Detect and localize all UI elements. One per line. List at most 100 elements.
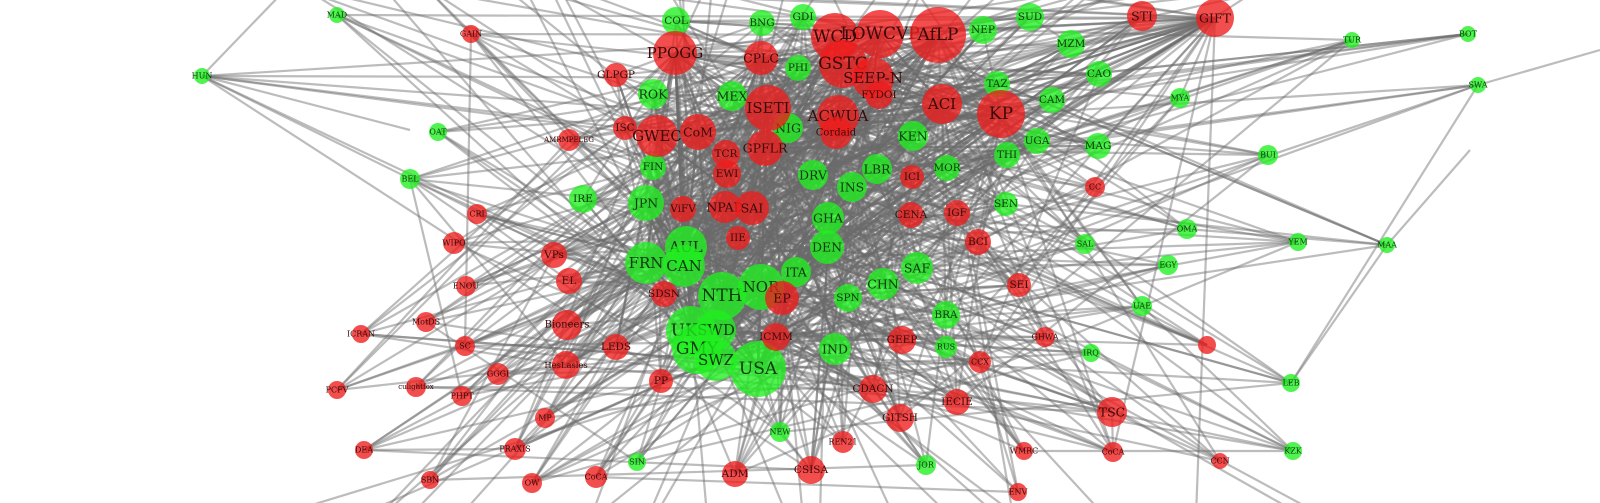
network-edge xyxy=(715,83,1479,362)
node-label: UGA xyxy=(1025,135,1050,147)
network-edge xyxy=(760,57,979,243)
node-yem: YEM xyxy=(1287,233,1308,251)
node-gain: GAIN xyxy=(460,25,482,43)
node-circle xyxy=(625,242,667,284)
network-edge xyxy=(760,16,1031,288)
network-edge xyxy=(834,347,1114,454)
node-circle xyxy=(765,281,799,315)
network-edge xyxy=(518,0,828,248)
node-egy: EGY xyxy=(1158,255,1178,275)
network-edge xyxy=(837,115,1086,245)
node-ghwa: GHWA xyxy=(1032,327,1059,347)
network-edge xyxy=(697,130,1208,347)
network-edge xyxy=(565,103,943,366)
node-label: RUS xyxy=(937,343,955,352)
node-circle xyxy=(865,81,893,109)
node-adm: ADM xyxy=(721,461,749,487)
network-edge xyxy=(645,83,1479,205)
network-edge xyxy=(872,16,1216,80)
node-circle xyxy=(934,155,960,181)
node-env: ENV xyxy=(1009,483,1028,501)
node-label: EWI xyxy=(716,168,739,180)
node-sdsn: SDSN xyxy=(648,281,680,307)
node-lowcvp: LOWCVP xyxy=(840,10,920,58)
network-edge xyxy=(945,97,1181,348)
network-edge xyxy=(645,144,1099,265)
network-edge xyxy=(568,139,981,363)
node-label: MZM xyxy=(1057,38,1086,50)
node-npad: NPAD xyxy=(706,191,744,223)
network-edge xyxy=(767,106,1002,116)
network-edge xyxy=(812,103,943,176)
node-enou: ENOU xyxy=(453,276,479,296)
node-label: GDI xyxy=(793,11,814,23)
network-edge xyxy=(675,20,874,390)
network-edge xyxy=(879,32,1388,247)
network-edge xyxy=(871,214,913,390)
node-label: MYA xyxy=(1171,94,1190,103)
node-label: INS xyxy=(840,180,864,195)
node-tsc: TSC xyxy=(1097,397,1127,427)
node-ewi: EWI xyxy=(713,160,741,188)
network-edge xyxy=(751,207,1019,493)
network-edge xyxy=(841,77,875,443)
network-edge xyxy=(1097,17,1216,147)
node-circle xyxy=(916,455,936,475)
node-label: REN21 xyxy=(828,438,857,447)
node-circle xyxy=(1460,26,1476,42)
network-edge xyxy=(497,304,1143,376)
network-edge xyxy=(437,106,769,134)
network-edge xyxy=(437,56,762,134)
node-circle xyxy=(1132,296,1152,316)
node-circle xyxy=(603,334,629,360)
network-edge xyxy=(781,113,1002,299)
network-edge xyxy=(464,262,647,347)
node-circle xyxy=(797,456,825,484)
network-edge xyxy=(941,32,1469,106)
node-circle xyxy=(1097,397,1127,427)
node-label: CoCA xyxy=(1102,448,1125,457)
network-edge xyxy=(1290,244,1388,384)
network-edge xyxy=(955,113,1003,403)
network-edge xyxy=(834,132,904,341)
network-edge xyxy=(781,34,939,299)
network-edge xyxy=(937,34,1086,245)
node-cordaid: Cordaid xyxy=(816,117,857,149)
node-circle xyxy=(862,154,892,184)
network-edge xyxy=(936,34,1115,453)
node-label: DEN xyxy=(812,240,842,255)
network-edge xyxy=(1098,17,1216,75)
node-label: MAD xyxy=(327,11,347,20)
node-circle xyxy=(1470,77,1486,93)
node-cena: CENA xyxy=(895,202,928,228)
network-edge xyxy=(661,297,783,503)
network-edge xyxy=(881,135,915,285)
node-circle xyxy=(910,7,966,63)
network-edge xyxy=(1082,0,1216,20)
network-edge xyxy=(674,51,914,138)
network-edge xyxy=(836,115,904,341)
node-label: MP xyxy=(538,414,552,423)
network-edge xyxy=(360,332,717,362)
node-label: CoCA xyxy=(585,473,608,482)
network-edge xyxy=(696,131,724,297)
node-circle xyxy=(1177,219,1197,239)
node-label: AMRMPELEG xyxy=(543,136,594,144)
node-gift: GIFT xyxy=(1196,0,1234,37)
node-ins: INS xyxy=(837,172,867,202)
network-edge xyxy=(363,206,726,451)
node-circle xyxy=(1082,344,1100,362)
network-edge xyxy=(1000,113,1221,462)
node-isc: ISC xyxy=(613,116,637,140)
node-label: GGGI xyxy=(487,370,509,379)
network-edge xyxy=(882,240,1299,286)
node-saf: SAF xyxy=(901,252,933,284)
node-cao: CAO xyxy=(1086,61,1112,87)
network-edge xyxy=(779,381,1292,434)
network-edge xyxy=(825,246,875,390)
node-circle xyxy=(935,336,957,358)
node-swa: SWA xyxy=(1468,77,1488,93)
node-label: KEN xyxy=(898,129,927,144)
network-edge xyxy=(531,153,1269,485)
network-edge xyxy=(881,34,940,285)
